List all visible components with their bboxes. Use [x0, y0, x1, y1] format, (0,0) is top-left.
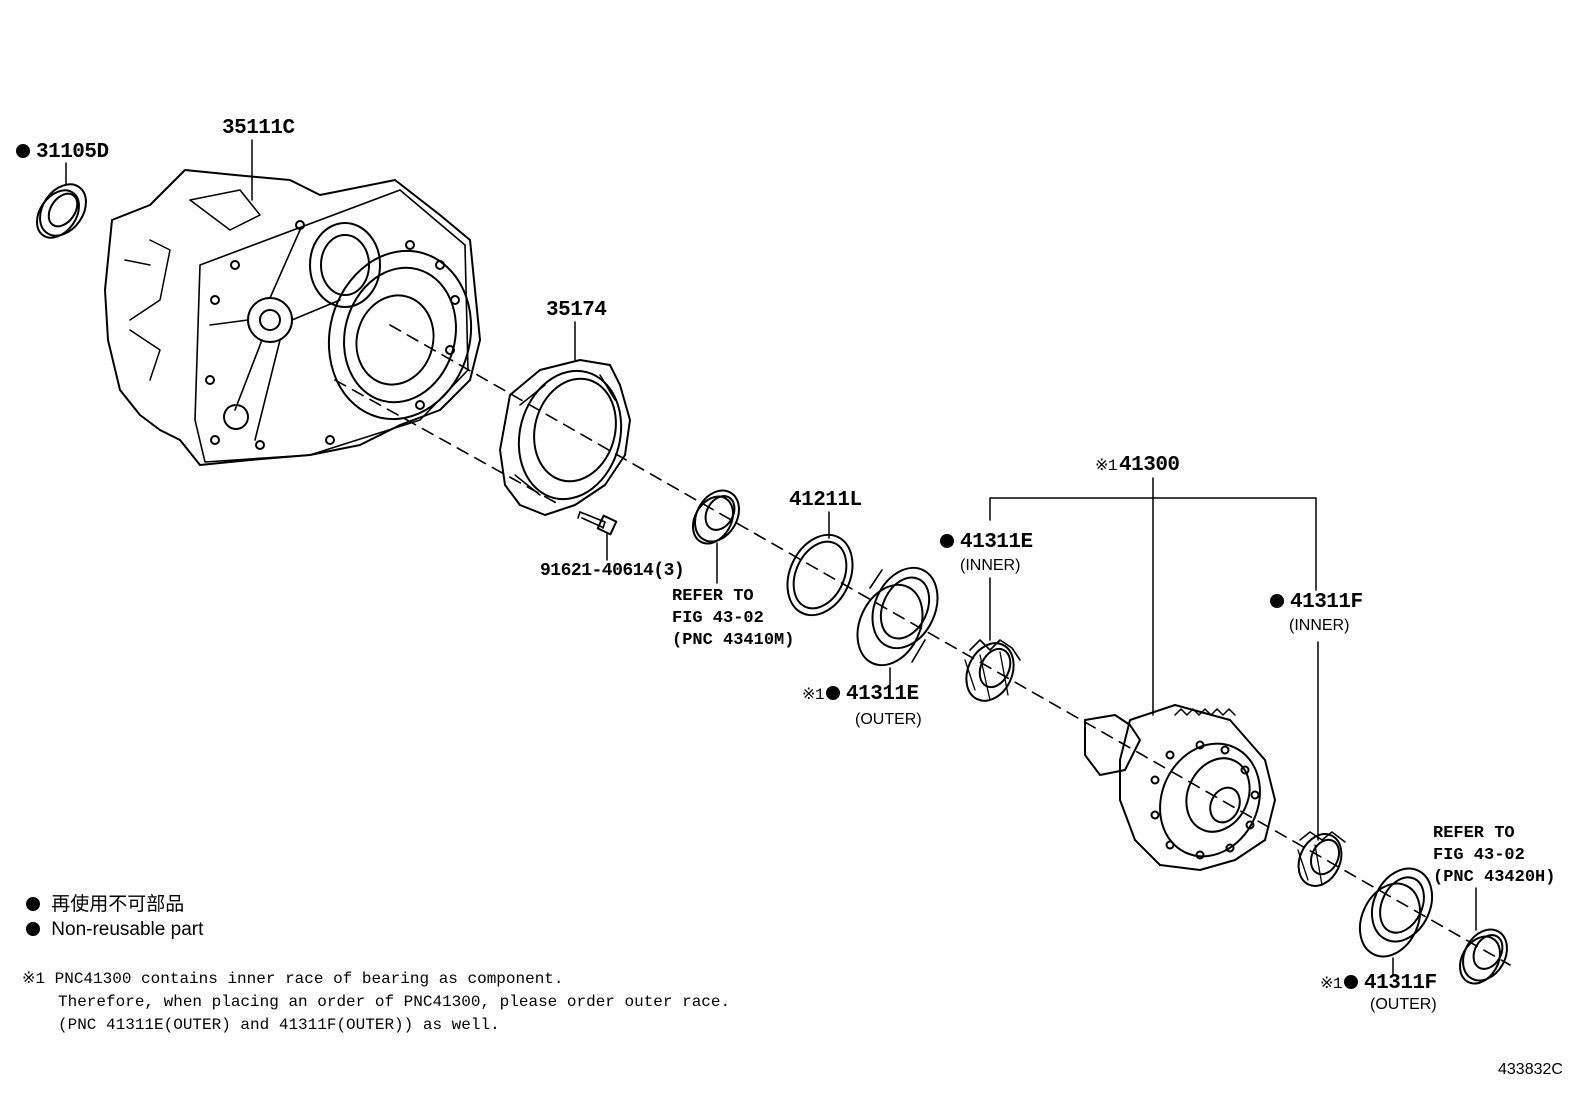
- oil-seal-31105d[interactable]: [28, 176, 95, 246]
- legend-en: Non-reusable part: [26, 920, 203, 939]
- part-number-41311f-outer: 41311F: [1364, 972, 1437, 995]
- non-reusable-dot-icon: [26, 897, 40, 911]
- label-91621-40614: 91621-40614(3): [540, 561, 685, 581]
- bearing-inner-41311f[interactable]: [1290, 827, 1349, 893]
- bearing-outer-race-41311f[interactable]: [1349, 859, 1444, 967]
- leader-41300-bracket: [989, 477, 1317, 716]
- footnote: ※1 PNC41300 contains inner race of beari…: [22, 968, 730, 1037]
- label-31105d: 31105D: [16, 142, 109, 163]
- footnote-line-2: Therefore, when placing an order of PNC4…: [58, 993, 731, 1011]
- oil-seal-43420h[interactable]: [1452, 922, 1516, 991]
- figure-id: 433832C: [1498, 1061, 1563, 1078]
- footnote-line-3: (PNC 41311E(OUTER) and 41311F(OUTER)) as…: [58, 1016, 500, 1034]
- legend-en-text: Non-reusable part: [51, 919, 204, 940]
- bearing-inner-41311e[interactable]: [957, 636, 1022, 709]
- label-41311e-outer: ※1 41311E: [802, 684, 919, 705]
- non-reusable-dot-icon: [1344, 975, 1359, 989]
- ref-mark: ※1: [802, 686, 825, 704]
- oil-seal-43410m[interactable]: [685, 483, 748, 551]
- refer-note-43410m: REFER TO FIG 43-02 (PNC 43410M): [672, 586, 794, 652]
- footnote-text-1: PNC41300 contains inner race of bearing …: [54, 970, 564, 988]
- non-reusable-dot-icon: [940, 534, 954, 548]
- bolt-91621-40614[interactable]: [577, 511, 618, 536]
- assembly-axis-line-2: [334, 379, 561, 506]
- shim-41211l[interactable]: [775, 524, 865, 625]
- label-41311f-outer: ※1 41311F: [1320, 973, 1437, 994]
- refer-line-3: (PNC 43410M): [672, 631, 795, 650]
- label-41300: ※141300: [1095, 455, 1180, 476]
- label-41311e-inner: 41311E: [940, 532, 1033, 553]
- footnote-mark: ※1: [22, 970, 46, 988]
- sublabel-41311e-outer: (OUTER): [855, 711, 922, 728]
- part-number-31105d: 31105D: [36, 141, 109, 164]
- assembly-axis-line: [389, 324, 1511, 966]
- legend-jp-text: 再使用不可部品: [51, 894, 185, 915]
- non-reusable-dot-icon: [26, 922, 40, 936]
- label-41211l: 41211L: [789, 489, 862, 512]
- bearing-outer-race-41311e[interactable]: [845, 557, 950, 675]
- transaxle-housing-35111c[interactable]: [104, 169, 490, 466]
- refer-line-2: FIG 43-02: [672, 609, 764, 628]
- refer-line-1: REFER TO: [672, 587, 754, 606]
- ref-mark: ※1: [1095, 457, 1118, 475]
- part-number-41300: 41300: [1119, 454, 1180, 477]
- non-reusable-dot-icon: [826, 686, 841, 700]
- label-35111c: 35111C: [222, 117, 295, 140]
- sublabel-41311f-outer: (OUTER): [1370, 996, 1437, 1013]
- sublabel-41311e-inner: (INNER): [960, 557, 1021, 574]
- bearing-retainer-35174[interactable]: [499, 359, 635, 516]
- footnote-line-1: ※1 PNC41300 contains inner race of beari…: [22, 968, 730, 991]
- legend-jp: 再使用不可部品: [26, 895, 184, 914]
- differential-assembly-41300[interactable]: [1084, 704, 1278, 873]
- part-number-41311f-inner: 41311F: [1290, 591, 1363, 614]
- non-reusable-dot-icon: [1270, 594, 1284, 608]
- part-number-41311e-outer: 41311E: [846, 683, 919, 706]
- label-41311f-inner: 41311F: [1270, 592, 1363, 613]
- refer-note-43420h: REFER TO FIG 43-02 (PNC 43420H): [1433, 823, 1555, 889]
- sublabel-41311f-inner: (INNER): [1289, 617, 1350, 634]
- label-35174: 35174: [546, 299, 607, 322]
- part-number-41311e-inner: 41311E: [960, 531, 1033, 554]
- non-reusable-dot-icon: [16, 144, 30, 158]
- refer-line-2: FIG 43-02: [1433, 846, 1525, 865]
- refer-line-1: REFER TO: [1433, 824, 1515, 843]
- ref-mark: ※1: [1320, 975, 1343, 993]
- refer-line-3: (PNC 43420H): [1433, 868, 1556, 887]
